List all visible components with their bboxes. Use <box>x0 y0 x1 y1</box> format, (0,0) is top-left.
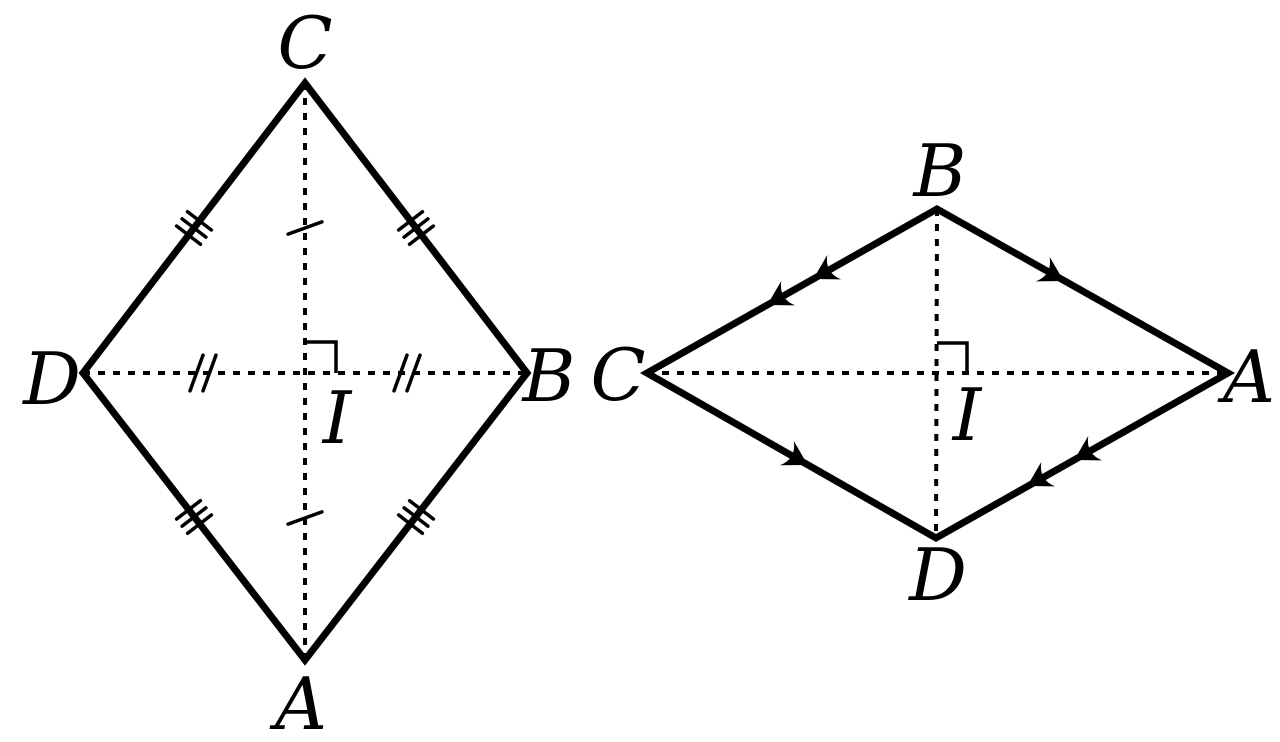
right-rhombus-with-parallel-arrow-marks-parallel-arrow-mark <box>1027 461 1056 487</box>
right-rhombus-with-parallel-arrow-marks-diagonal-BD <box>934 208 939 539</box>
left-kite-with-equal-tick-marks-right-angle-mark <box>305 340 338 373</box>
right-rhombus-with-parallel-arrow-marks-vertex-label-A: A <box>1217 335 1275 419</box>
left-kite-with-equal-tick-marks-tick-mark <box>174 498 203 521</box>
left-kite-with-equal-tick-marks-vertex-label-B: B <box>521 334 576 418</box>
left-kite-with-equal-tick-marks-tick-mark <box>407 498 436 521</box>
left-kite-with-equal-tick-marks-tick-mark <box>185 209 214 232</box>
right-rhombus-with-parallel-arrow-marks-parallel-arrow-mark <box>1035 257 1064 282</box>
left-kite-with-equal-tick-marks-tick-mark <box>180 506 208 528</box>
left-kite-with-equal-tick-marks-center-label-I: I <box>321 376 353 460</box>
left-kite-with-equal-tick-marks-tick-mark <box>188 353 205 393</box>
left-kite-with-equal-tick-marks-vertex-label-C: C <box>277 1 332 85</box>
left-kite-with-equal-tick-marks-tick-mark <box>396 513 425 536</box>
left-kite-with-equal-tick-marks-vertex-label-A: A <box>269 662 327 742</box>
right-rhombus-with-parallel-arrow-marks-vertex-label-B: B <box>912 129 967 213</box>
left-kite-with-equal-tick-marks-tick-mark <box>286 220 324 236</box>
right-rhombus-with-parallel-arrow-marks-parallel-arrow-mark <box>779 440 808 466</box>
left-kite-with-equal-tick-marks-tick-mark <box>180 217 208 239</box>
left-kite-with-equal-tick-marks-tick-mark <box>396 209 425 232</box>
left-kite-with-equal-tick-marks-vertex-label-D: D <box>21 337 81 421</box>
left-kite-with-equal-tick-marks-tick-mark <box>286 510 324 526</box>
right-rhombus-with-parallel-arrow-marks-parallel-arrow-mark <box>813 254 842 280</box>
left-kite-with-equal-tick-marks-tick-mark <box>402 506 430 528</box>
right-rhombus-with-parallel-arrow-marks-vertex-label-C: C <box>590 333 645 417</box>
right-rhombus-with-parallel-arrow-marks-parallel-arrow-mark <box>767 280 796 306</box>
left-kite-with-equal-tick-marks-tick-mark <box>392 353 409 393</box>
left-kite-with-equal-tick-marks-tick-mark <box>402 217 430 239</box>
left-kite-with-equal-tick-marks-tick-mark <box>201 353 218 393</box>
right-rhombus-with-parallel-arrow-marks-center-label-I: I <box>951 373 983 457</box>
right-rhombus-with-parallel-arrow-marks-parallel-arrow-mark <box>1074 435 1103 461</box>
left-kite-with-equal-tick-marks-tick-mark <box>185 513 214 536</box>
right-rhombus-with-parallel-arrow-marks-right-angle-mark <box>937 341 969 373</box>
left-kite-with-equal-tick-marks-tick-mark <box>407 224 436 247</box>
right-rhombus-with-parallel-arrow-marks-outline <box>639 204 1236 543</box>
left-kite-with-equal-tick-marks-tick-mark <box>405 353 422 393</box>
left-kite-with-equal-tick-marks-tick-mark <box>174 224 203 247</box>
right-rhombus-with-parallel-arrow-marks-vertex-label-D: D <box>907 533 967 617</box>
left-kite-with-equal-tick-marks-outline <box>78 77 532 666</box>
